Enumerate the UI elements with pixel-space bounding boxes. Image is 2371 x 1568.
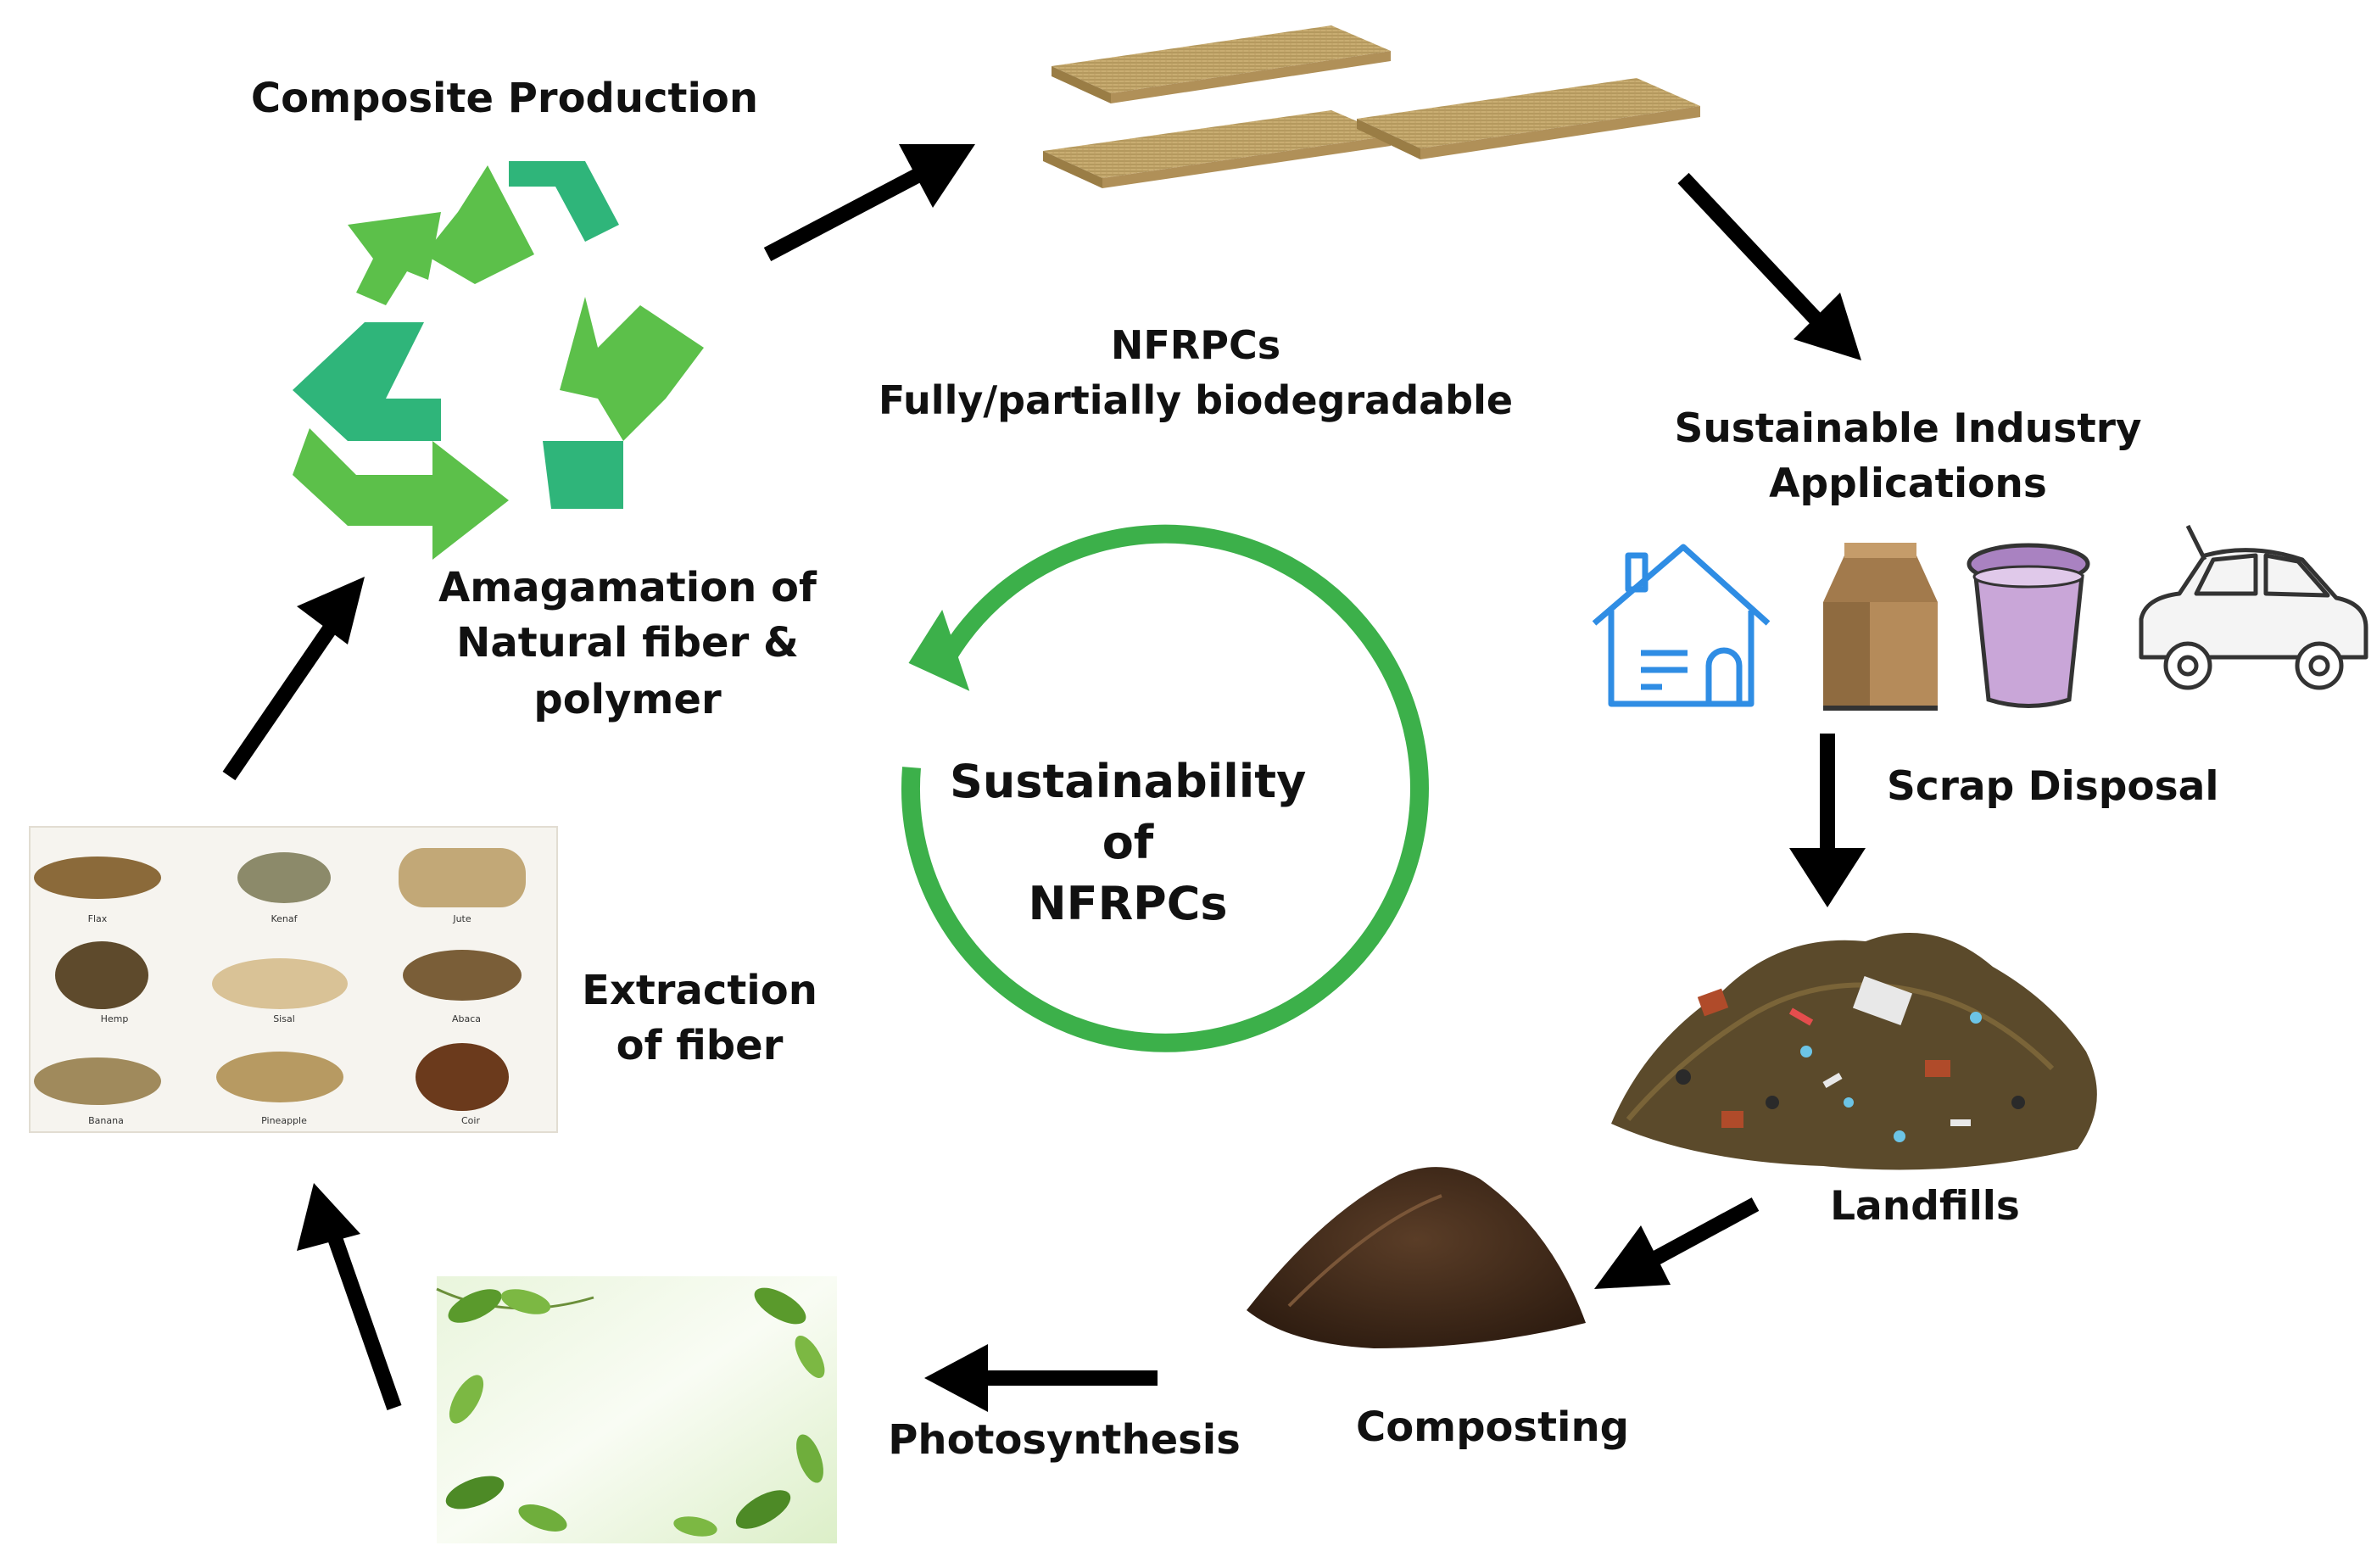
arrow-scrap-disposal bbox=[1789, 734, 1866, 907]
fiber-samples-panel bbox=[29, 826, 558, 1133]
fiber-sample-8 bbox=[416, 1043, 509, 1111]
scrap-disposal-label: Scrap Disposal bbox=[1887, 763, 2219, 810]
arrow-to-extraction bbox=[297, 1183, 402, 1410]
landfills-label: Landfills bbox=[1830, 1183, 2020, 1230]
fiber-sample-2 bbox=[399, 848, 526, 907]
applications-label: Applications bbox=[1769, 460, 2047, 507]
extraction-label-line2: of fiber bbox=[616, 1022, 784, 1069]
fiber-sample-7 bbox=[216, 1052, 343, 1102]
fiber-sample-4 bbox=[212, 958, 348, 1009]
paper-bag-icon bbox=[1823, 543, 1938, 711]
arrow-to-applications bbox=[1677, 172, 1861, 360]
nfrpc-boards-image bbox=[1043, 25, 1700, 188]
amalgamation-label-line2: Natural fiber & bbox=[456, 619, 799, 667]
landfill-heap-image bbox=[1611, 933, 2097, 1170]
cycle-arrows bbox=[222, 144, 1866, 1412]
composting-label: Composting bbox=[1355, 1403, 1630, 1451]
fiber-caption: Pineapple bbox=[261, 1115, 307, 1126]
leaves-frame-image bbox=[436, 1276, 837, 1543]
fiber-caption: Flax bbox=[87, 913, 108, 924]
fiber-sample-0 bbox=[34, 857, 161, 899]
center-title-line1: Sustainability bbox=[950, 755, 1307, 808]
photosynthesis-label: Photosynthesis bbox=[888, 1416, 1241, 1464]
biodegradable-label: Fully/partially biodegradable bbox=[878, 377, 1514, 423]
arrow-to-amalgamation bbox=[222, 577, 365, 781]
fiber-caption: Hemp bbox=[100, 1013, 129, 1024]
extraction-label-line1: Extraction bbox=[582, 967, 817, 1014]
fiber-sample-5 bbox=[403, 950, 522, 1001]
sustainability-cycle-ring bbox=[901, 524, 1429, 1052]
arrow-to-photosynthesis bbox=[924, 1344, 1158, 1412]
amalgamation-label-line1: Amagamation of bbox=[438, 564, 817, 611]
fiber-caption: Jute bbox=[453, 913, 471, 924]
car-icon bbox=[2139, 524, 2368, 690]
house-icon bbox=[1592, 544, 1771, 707]
sustainable-industry-label: Sustainable Industry bbox=[1674, 405, 2142, 452]
amalgamation-label-line3: polymer bbox=[533, 676, 722, 723]
container-icon bbox=[1967, 543, 2090, 708]
fiber-caption: Sisal bbox=[273, 1013, 295, 1024]
center-title-line3: NFRPCs bbox=[1028, 877, 1228, 930]
fiber-caption: Kenaf bbox=[271, 913, 298, 924]
nfrpcs-label: NFRPCs bbox=[1110, 322, 1281, 368]
composite-production-label: Composite Production bbox=[250, 75, 759, 122]
compost-pile-image bbox=[1247, 1167, 1586, 1348]
fiber-sample-1 bbox=[237, 852, 331, 903]
arrow-to-boards bbox=[763, 144, 975, 261]
fiber-caption: Coir bbox=[461, 1115, 480, 1126]
fiber-sample-3 bbox=[55, 941, 148, 1009]
center-title-line2: of bbox=[1102, 816, 1154, 869]
fiber-sample-6 bbox=[34, 1057, 161, 1105]
fiber-caption: Banana bbox=[88, 1115, 124, 1126]
recycle-symbol-icon bbox=[293, 161, 704, 560]
fiber-caption: Abaca bbox=[451, 1013, 482, 1024]
arrow-to-composting bbox=[1594, 1197, 1760, 1289]
